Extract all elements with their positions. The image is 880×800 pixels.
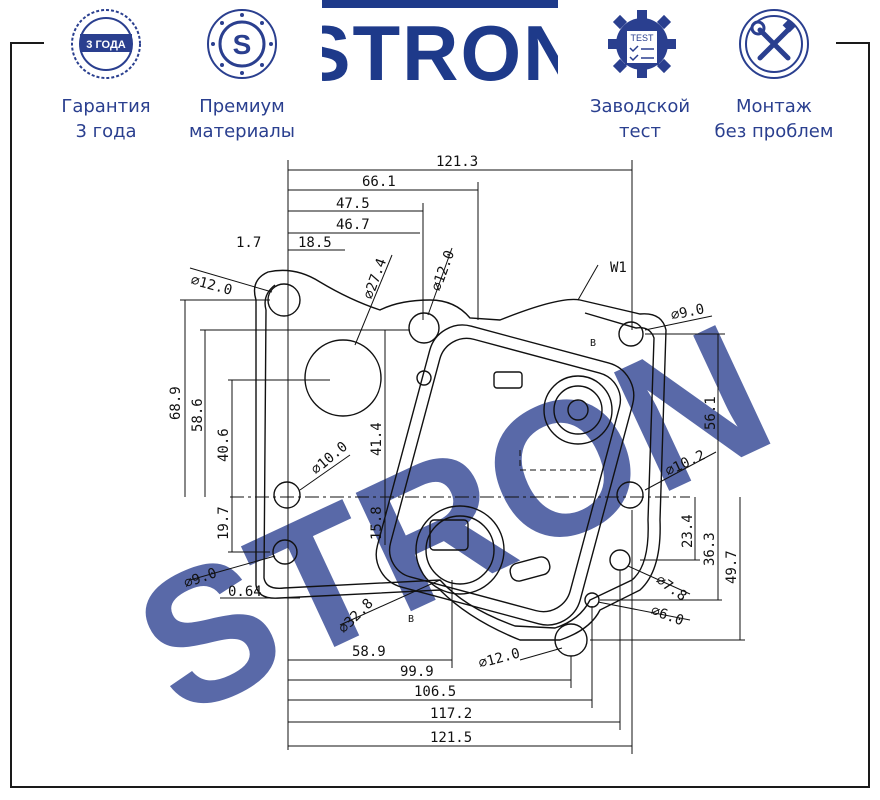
- frame-right: [868, 42, 870, 788]
- dim-49-7: 49.7: [724, 550, 740, 584]
- caption-warranty: Гарантия 3 года: [36, 94, 176, 144]
- caption-test-line1: Заводской: [589, 96, 691, 117]
- dimension-lines: [180, 160, 745, 754]
- caption-test: Заводской тест: [570, 94, 710, 144]
- test-label: TEST: [630, 33, 654, 43]
- callout-d6: ⌀6.0: [649, 603, 686, 630]
- factory-test-gear-icon: TEST: [608, 10, 676, 78]
- dim-106-5: 106.5: [414, 684, 456, 700]
- frame-bottom: [10, 786, 870, 788]
- dim-36-3: 36.3: [702, 532, 718, 566]
- frame-top-right: [836, 42, 870, 44]
- dim-68-9: 68.9: [168, 386, 184, 420]
- dim-15-8: 15.8: [369, 506, 385, 540]
- stron-logo: STRON: [322, 0, 558, 86]
- wrench-screwdriver-icon: [739, 9, 809, 79]
- dim-58-6: 58.6: [190, 398, 206, 432]
- dim-121-3: 121.3: [436, 154, 478, 170]
- dim-0-64: 0.64: [228, 584, 262, 600]
- premium-s-letter: S: [233, 29, 252, 60]
- callout-d12-bottom: ⌀12.0: [477, 645, 522, 671]
- dim-1-7: 1.7: [236, 235, 261, 251]
- dim-41-4: 41.4: [369, 422, 385, 456]
- caption-premium-line1: Премиум: [199, 96, 285, 117]
- callout-w1: W1: [610, 260, 627, 276]
- caption-test-line2: тест: [619, 121, 661, 142]
- callout-b-top: B: [590, 338, 596, 349]
- caption-install-line1: Монтаж: [735, 96, 813, 117]
- dim-40-6: 40.6: [216, 428, 232, 462]
- callout-b-bottom: B: [408, 614, 414, 625]
- dim-117-2: 117.2: [430, 706, 472, 722]
- dim-121-5: 121.5: [430, 730, 472, 746]
- caption-premium-line2: материалы: [188, 121, 296, 142]
- dim-56-1: 56.1: [703, 396, 719, 430]
- caption-premium: Премиум материалы: [172, 94, 312, 144]
- dim-58-9: 58.9: [352, 644, 386, 660]
- premium-s-icon: S: [207, 9, 277, 79]
- brand-name: STRON: [322, 9, 558, 86]
- caption-install: Монтаж без проблем: [704, 94, 844, 144]
- dim-46-7: 46.7: [336, 217, 370, 233]
- caption-warranty-line1: Гарантия: [61, 96, 151, 117]
- warranty-seal-icon: 3 ГОДА: [71, 9, 141, 79]
- callout-d27-4: ⌀27.4: [361, 256, 390, 301]
- callout-d9-top-right: ⌀9.0: [670, 301, 706, 324]
- frame-left: [10, 42, 12, 788]
- callout-d12-top-left: ⌀12.0: [189, 272, 234, 298]
- dim-18-5: 18.5: [298, 235, 332, 251]
- caption-install-line2: без проблем: [714, 121, 834, 142]
- warranty-seal-text: 3 ГОДА: [86, 39, 126, 51]
- dim-66-1: 66.1: [362, 174, 396, 190]
- frame-top-left: [10, 42, 44, 44]
- caption-warranty-line2: 3 года: [75, 121, 137, 142]
- dim-19-7: 19.7: [216, 506, 232, 540]
- dim-23-4: 23.4: [680, 514, 696, 548]
- dim-47-5: 47.5: [336, 196, 370, 212]
- callout-d12-top-mid: ⌀12.0: [429, 248, 458, 293]
- dim-99-9: 99.9: [400, 664, 434, 680]
